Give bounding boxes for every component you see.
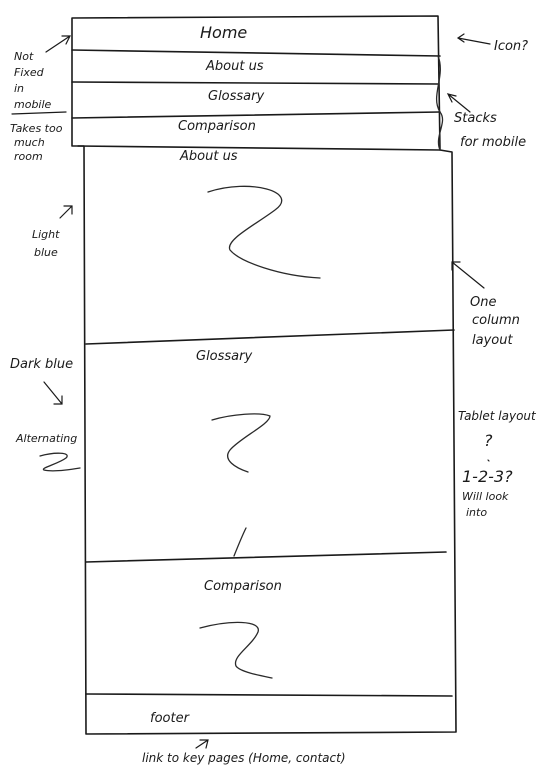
nav-divider-1 (71, 49, 441, 57)
note-stacks-line-1: Stacks (454, 111, 497, 126)
arrow-one-column (451, 261, 485, 289)
comparison-content-squiggle (199, 621, 273, 679)
note-alternating: Alternating (15, 432, 77, 445)
nav-divider-4 (77, 145, 441, 151)
note-not-fixed-line-2: Fixed (14, 66, 45, 79)
note-not-fixed-line-4: mobile (14, 98, 52, 111)
arrow-footer-links (195, 739, 209, 749)
note-tablet-line-3: 1-2-3? (462, 467, 513, 486)
note-tablet-line-5: into (466, 506, 487, 519)
note-one-column-line-1: One (470, 295, 496, 310)
note-dark-blue: Dark blue (10, 357, 73, 372)
note-stacks-line-2: for mobile (460, 135, 526, 150)
note-not-fixed-line-1: Not (14, 50, 34, 63)
note-tablet-line-4: Will look (462, 490, 509, 503)
arrow-stacks (446, 93, 471, 113)
note-light-blue-line-1: Light (32, 228, 60, 241)
note-footer-links: link to key pages (Home, contact) (142, 751, 346, 765)
page-frame (71, 15, 457, 735)
note-tablet-line-1: Tablet layout (458, 409, 537, 423)
section-comparison-title: Comparison (204, 579, 282, 594)
section-divider-about-glossary (85, 329, 455, 345)
nav-about[interactable]: About us (205, 59, 264, 74)
nav-divider-3 (71, 111, 441, 119)
note-takes-room-line-2: much (14, 136, 45, 149)
about-content-squiggle (207, 185, 321, 279)
nav-divider-2 (71, 81, 439, 85)
note-tablet-line-2: ? (484, 431, 493, 450)
note-light-blue-line-2: blue (34, 246, 58, 259)
glossary-content-squiggle (211, 413, 271, 473)
note-icon: Icon? (494, 39, 528, 54)
note-one-column-line-3: layout (472, 333, 513, 348)
section-glossary-title: Glossary (196, 349, 252, 364)
note-tablet-dot (487, 459, 490, 462)
alternating-squiggle (39, 452, 81, 472)
section-divider-glossary-comparison (85, 551, 447, 563)
nav-home[interactable]: Home (200, 23, 247, 42)
nav-glossary[interactable]: Glossary (208, 89, 264, 104)
section-divider-footer (85, 693, 453, 697)
note-one-column-line-2: column (472, 313, 520, 328)
section-about-title: About us (179, 149, 238, 164)
section-footer-title: footer (150, 711, 191, 726)
glossary-content-squiggle-2 (233, 527, 247, 557)
note-takes-room-line-3: room (14, 150, 43, 163)
note-not-fixed-line-3: in (14, 82, 24, 95)
note-takes-room-line-1: Takes too (10, 122, 63, 135)
nav-comparison[interactable]: Comparison (178, 119, 256, 134)
note-not-fixed-underline (11, 111, 67, 115)
arrow-dark-blue (43, 381, 63, 405)
arrow-icon (456, 33, 491, 45)
arrow-light-blue (59, 205, 73, 219)
arrow-not-fixed (45, 35, 71, 53)
stack-bracket (435, 55, 444, 151)
